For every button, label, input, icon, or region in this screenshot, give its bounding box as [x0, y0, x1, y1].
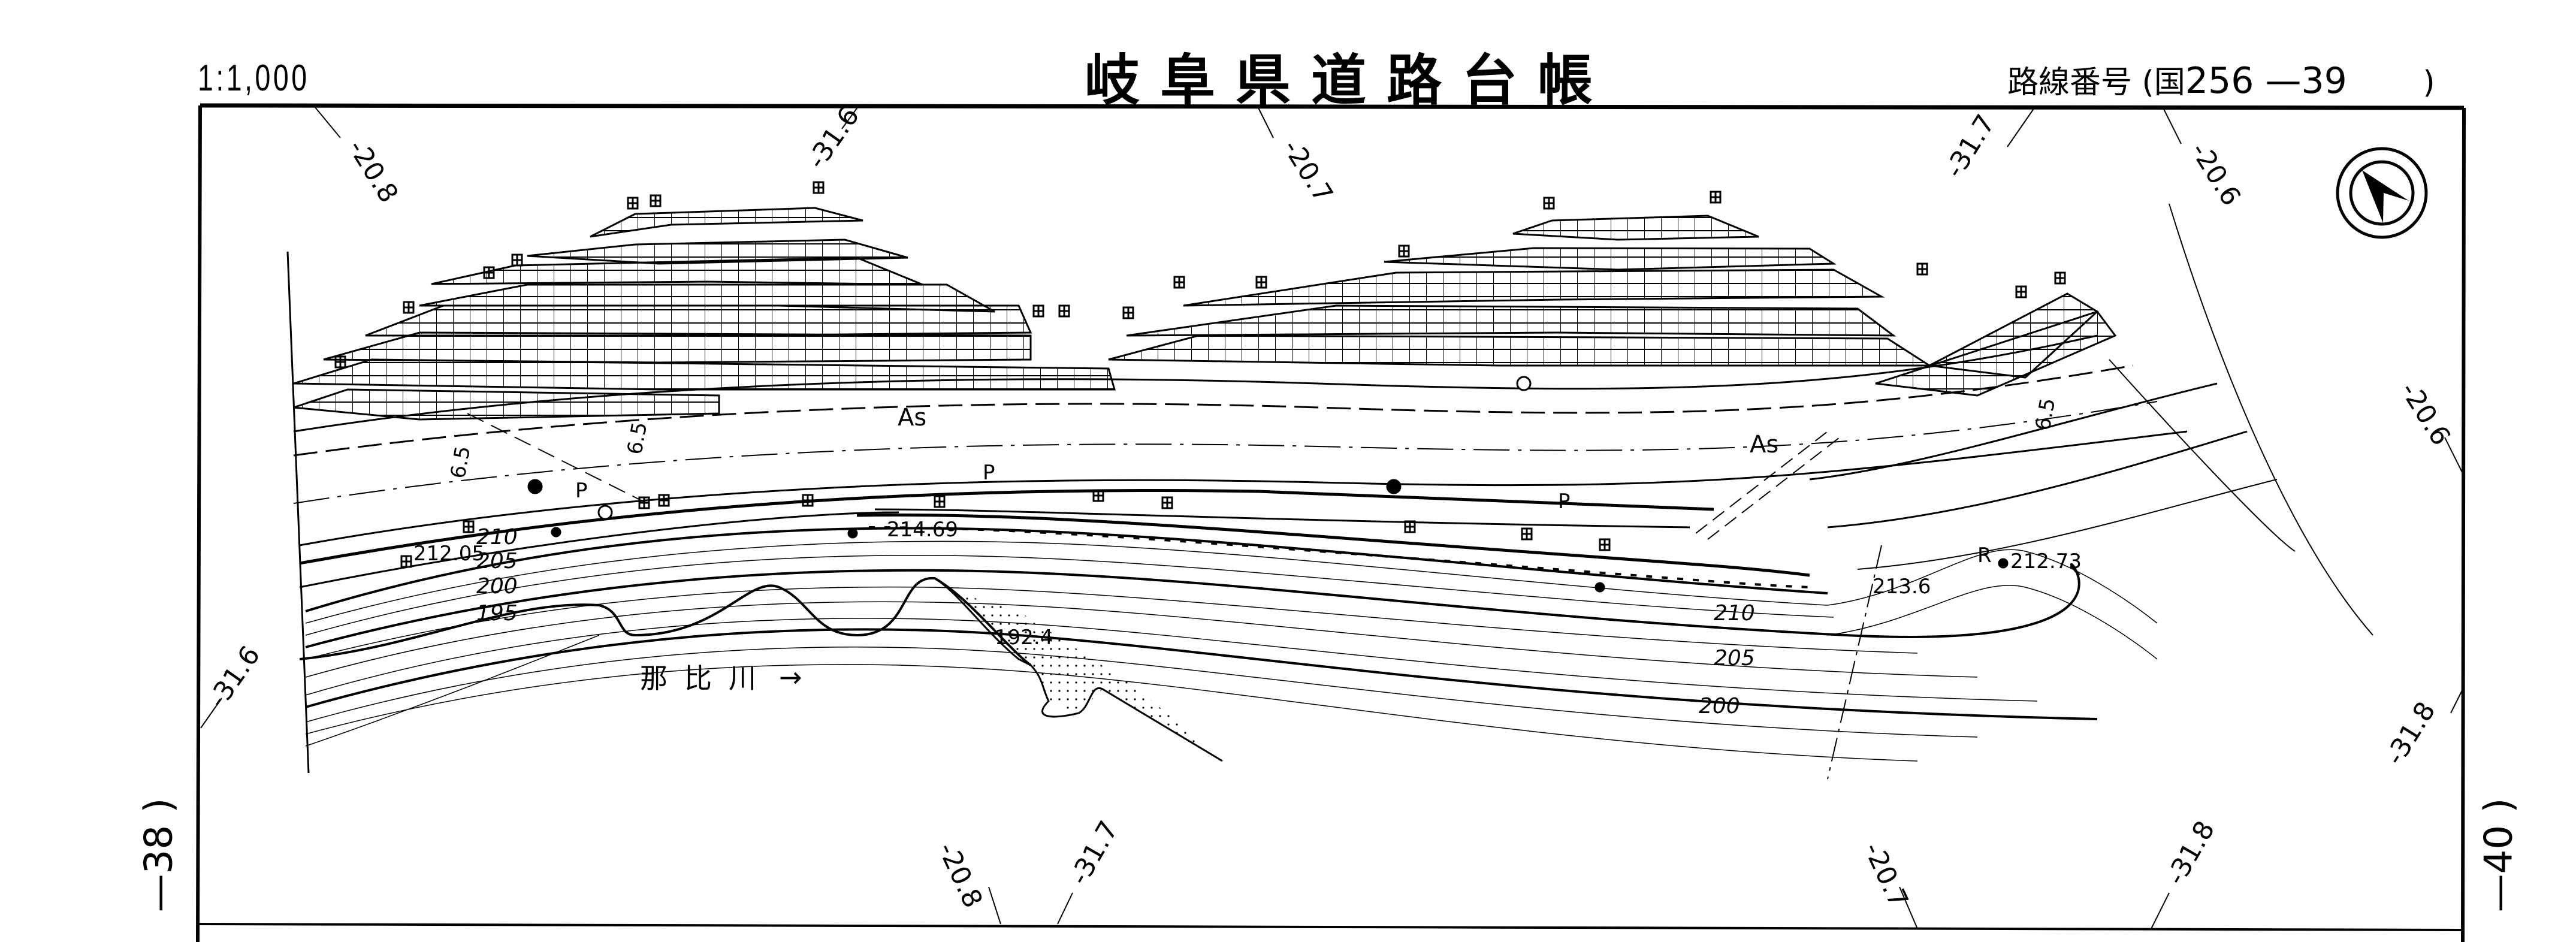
- building-icon: [1543, 197, 1555, 210]
- map-labels: As As 6.5 6.5 6.5 P P P 212.05 214.69 21…: [413, 396, 2082, 718]
- route-open: (国: [2142, 65, 2185, 101]
- control-point-icon: [847, 528, 858, 539]
- building-icon: [483, 266, 495, 279]
- building-icon: [1255, 276, 1267, 289]
- building-icon: [813, 181, 825, 194]
- building-icon: [1398, 244, 1410, 258]
- building-icon: [658, 494, 670, 507]
- contour-label: 205: [1714, 646, 1755, 671]
- grid-label: -20.6: [2185, 137, 2247, 212]
- road-lines: [286, 203, 2373, 780]
- building-symbols: [334, 181, 2066, 568]
- elevation-point: 212.73: [2010, 550, 2082, 573]
- contour-lines: [299, 527, 2158, 762]
- grid-label: -31.6: [202, 641, 266, 714]
- building-icon: [1161, 496, 1173, 509]
- grid-ticks: [200, 106, 2463, 929]
- pole-label: P: [983, 461, 995, 485]
- pole-label: P: [1558, 490, 1571, 514]
- river-arrow: →: [779, 661, 819, 693]
- grid-label: -20.8: [932, 838, 988, 913]
- width-label: 6.5: [623, 420, 652, 456]
- pole-label: P: [575, 479, 588, 503]
- page-title: 岐阜県道路台帳: [1085, 49, 1614, 113]
- contour-label: 195: [476, 601, 518, 626]
- route-number-value: 256 —39: [2185, 60, 2347, 102]
- manhole-icon: [1386, 479, 1402, 494]
- control-point-icon: [1594, 582, 1605, 593]
- terraced-fields-left: [293, 207, 1116, 421]
- grid-label: -31.8: [2160, 816, 2221, 890]
- building-icon: [1599, 538, 1611, 551]
- contour-label: 205: [476, 549, 518, 573]
- grid-label: -31.7: [1939, 109, 2001, 183]
- control-point-icon: [551, 527, 561, 538]
- surface-label: As: [1750, 431, 1778, 458]
- building-icon: [638, 496, 650, 509]
- route-number: 路線番号 (国256 —39 ): [2007, 57, 2435, 102]
- route-close: ): [2423, 65, 2435, 101]
- grid-label: -31.6: [801, 101, 865, 175]
- building-icon: [934, 495, 946, 508]
- building-icon: [1916, 262, 1928, 276]
- contour-label: 210: [1714, 601, 1755, 626]
- grid-label: -31.8: [2379, 696, 2442, 771]
- utility-pole-icon: [1516, 376, 1532, 391]
- building-icon: [511, 253, 523, 267]
- building-icon: [627, 197, 639, 210]
- grid-label: -20.8: [342, 134, 404, 209]
- elevation-point: 214.69: [887, 518, 958, 542]
- elevation-point: 192.4: [995, 626, 1053, 650]
- building-icon: [1173, 276, 1185, 289]
- grid-label: -31.7: [1064, 816, 1124, 890]
- north-arrow-icon: [2336, 147, 2428, 239]
- width-label: 6.5: [2031, 396, 2060, 432]
- building-icon: [400, 555, 412, 568]
- contour-label: 200: [1699, 694, 1740, 718]
- building-icon: [334, 355, 346, 369]
- elevation-point: 212.05: [413, 542, 485, 566]
- grid-label: -20.7: [1858, 838, 1914, 913]
- utility-pole-icon: [597, 505, 613, 520]
- manhole-icon: [527, 479, 543, 494]
- building-icon: [1058, 304, 1070, 318]
- building-icon: [1122, 306, 1134, 319]
- route-label: 路線番号: [2007, 65, 2133, 101]
- contour-label: 200: [476, 574, 518, 599]
- river-name: 那比川: [640, 662, 773, 695]
- grid-labels: -20.8 -31.6 -20.7 -31.7 -20.6 -20.6 -31.…: [202, 101, 2456, 913]
- building-icon: [463, 520, 475, 533]
- terraced-fields-right: [1108, 215, 2117, 397]
- building-icon: [2054, 271, 2066, 285]
- building-icon: [403, 301, 415, 314]
- building-icon: [1032, 304, 1044, 318]
- map-frame: [196, 103, 2466, 942]
- building-icon: [1521, 527, 1533, 541]
- sandbar: [959, 593, 1222, 761]
- contour-label: 210: [476, 525, 518, 550]
- building-icon: [2015, 285, 2027, 298]
- building-icon: [650, 194, 662, 207]
- grid-label: -20.6: [2394, 377, 2457, 451]
- building-icon: [1710, 191, 1722, 204]
- elevation-point: 213.6: [1873, 575, 1931, 599]
- width-label: 6.5: [446, 444, 475, 480]
- marker-label: R: [1977, 544, 1992, 567]
- map-symbols: [527, 376, 2009, 593]
- grid-label: -20.7: [1277, 134, 1339, 209]
- surface-label: As: [898, 404, 926, 431]
- map-scale: 1:1,000: [198, 58, 310, 99]
- control-point-icon: [1998, 558, 2009, 569]
